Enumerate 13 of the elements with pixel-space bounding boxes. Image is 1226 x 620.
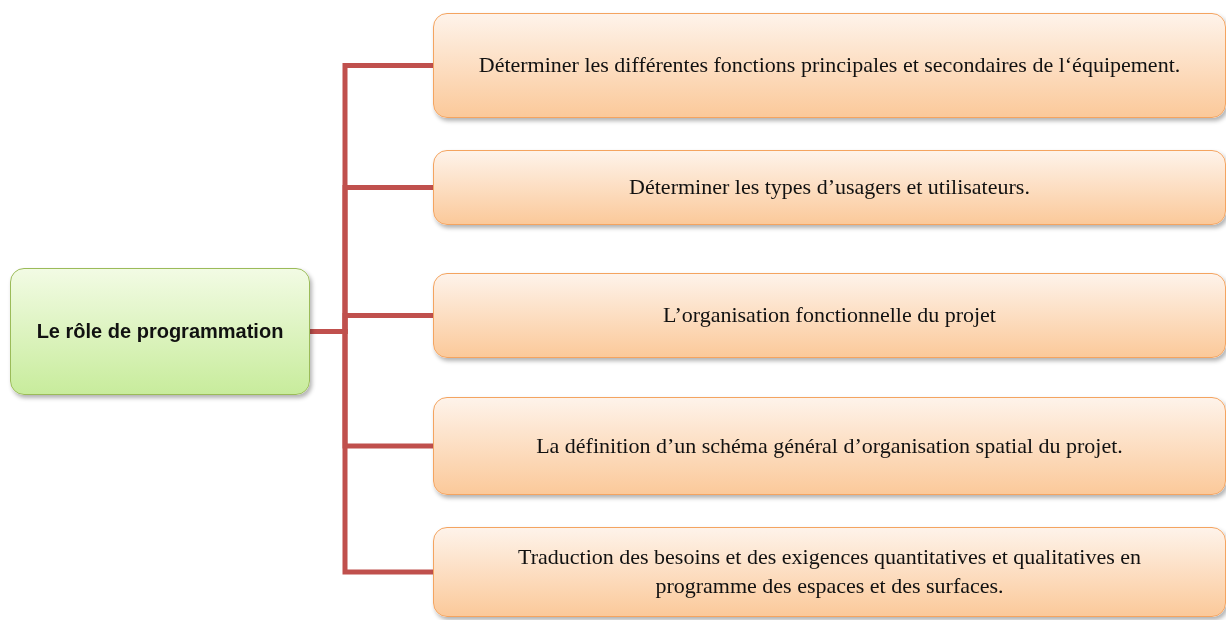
item-box <box>433 397 1226 495</box>
item-box <box>433 13 1226 118</box>
item-box <box>433 273 1226 358</box>
item-box <box>433 150 1226 225</box>
item-text: L’organisation fonctionnelle du projet <box>663 301 996 330</box>
topic-text: Le rôle de programmation <box>36 320 284 343</box>
connector-line <box>310 329 433 575</box>
item-box <box>433 527 1226 617</box>
item-text: La définition d’un schéma général d’organisation spatial du projet. <box>536 431 1123 460</box>
item-text: Déterminer les différentes fonctions principales et secondaires de l‘équipement. <box>478 51 1181 80</box>
item-text: Déterminer les types d’usagers et utilisateurs. <box>629 173 1030 202</box>
topic-box <box>10 268 310 395</box>
item-text: Traduction des besoins et des exigences quantitatives et qualitatives en programme des espaces et des surfaces. <box>517 543 1142 600</box>
